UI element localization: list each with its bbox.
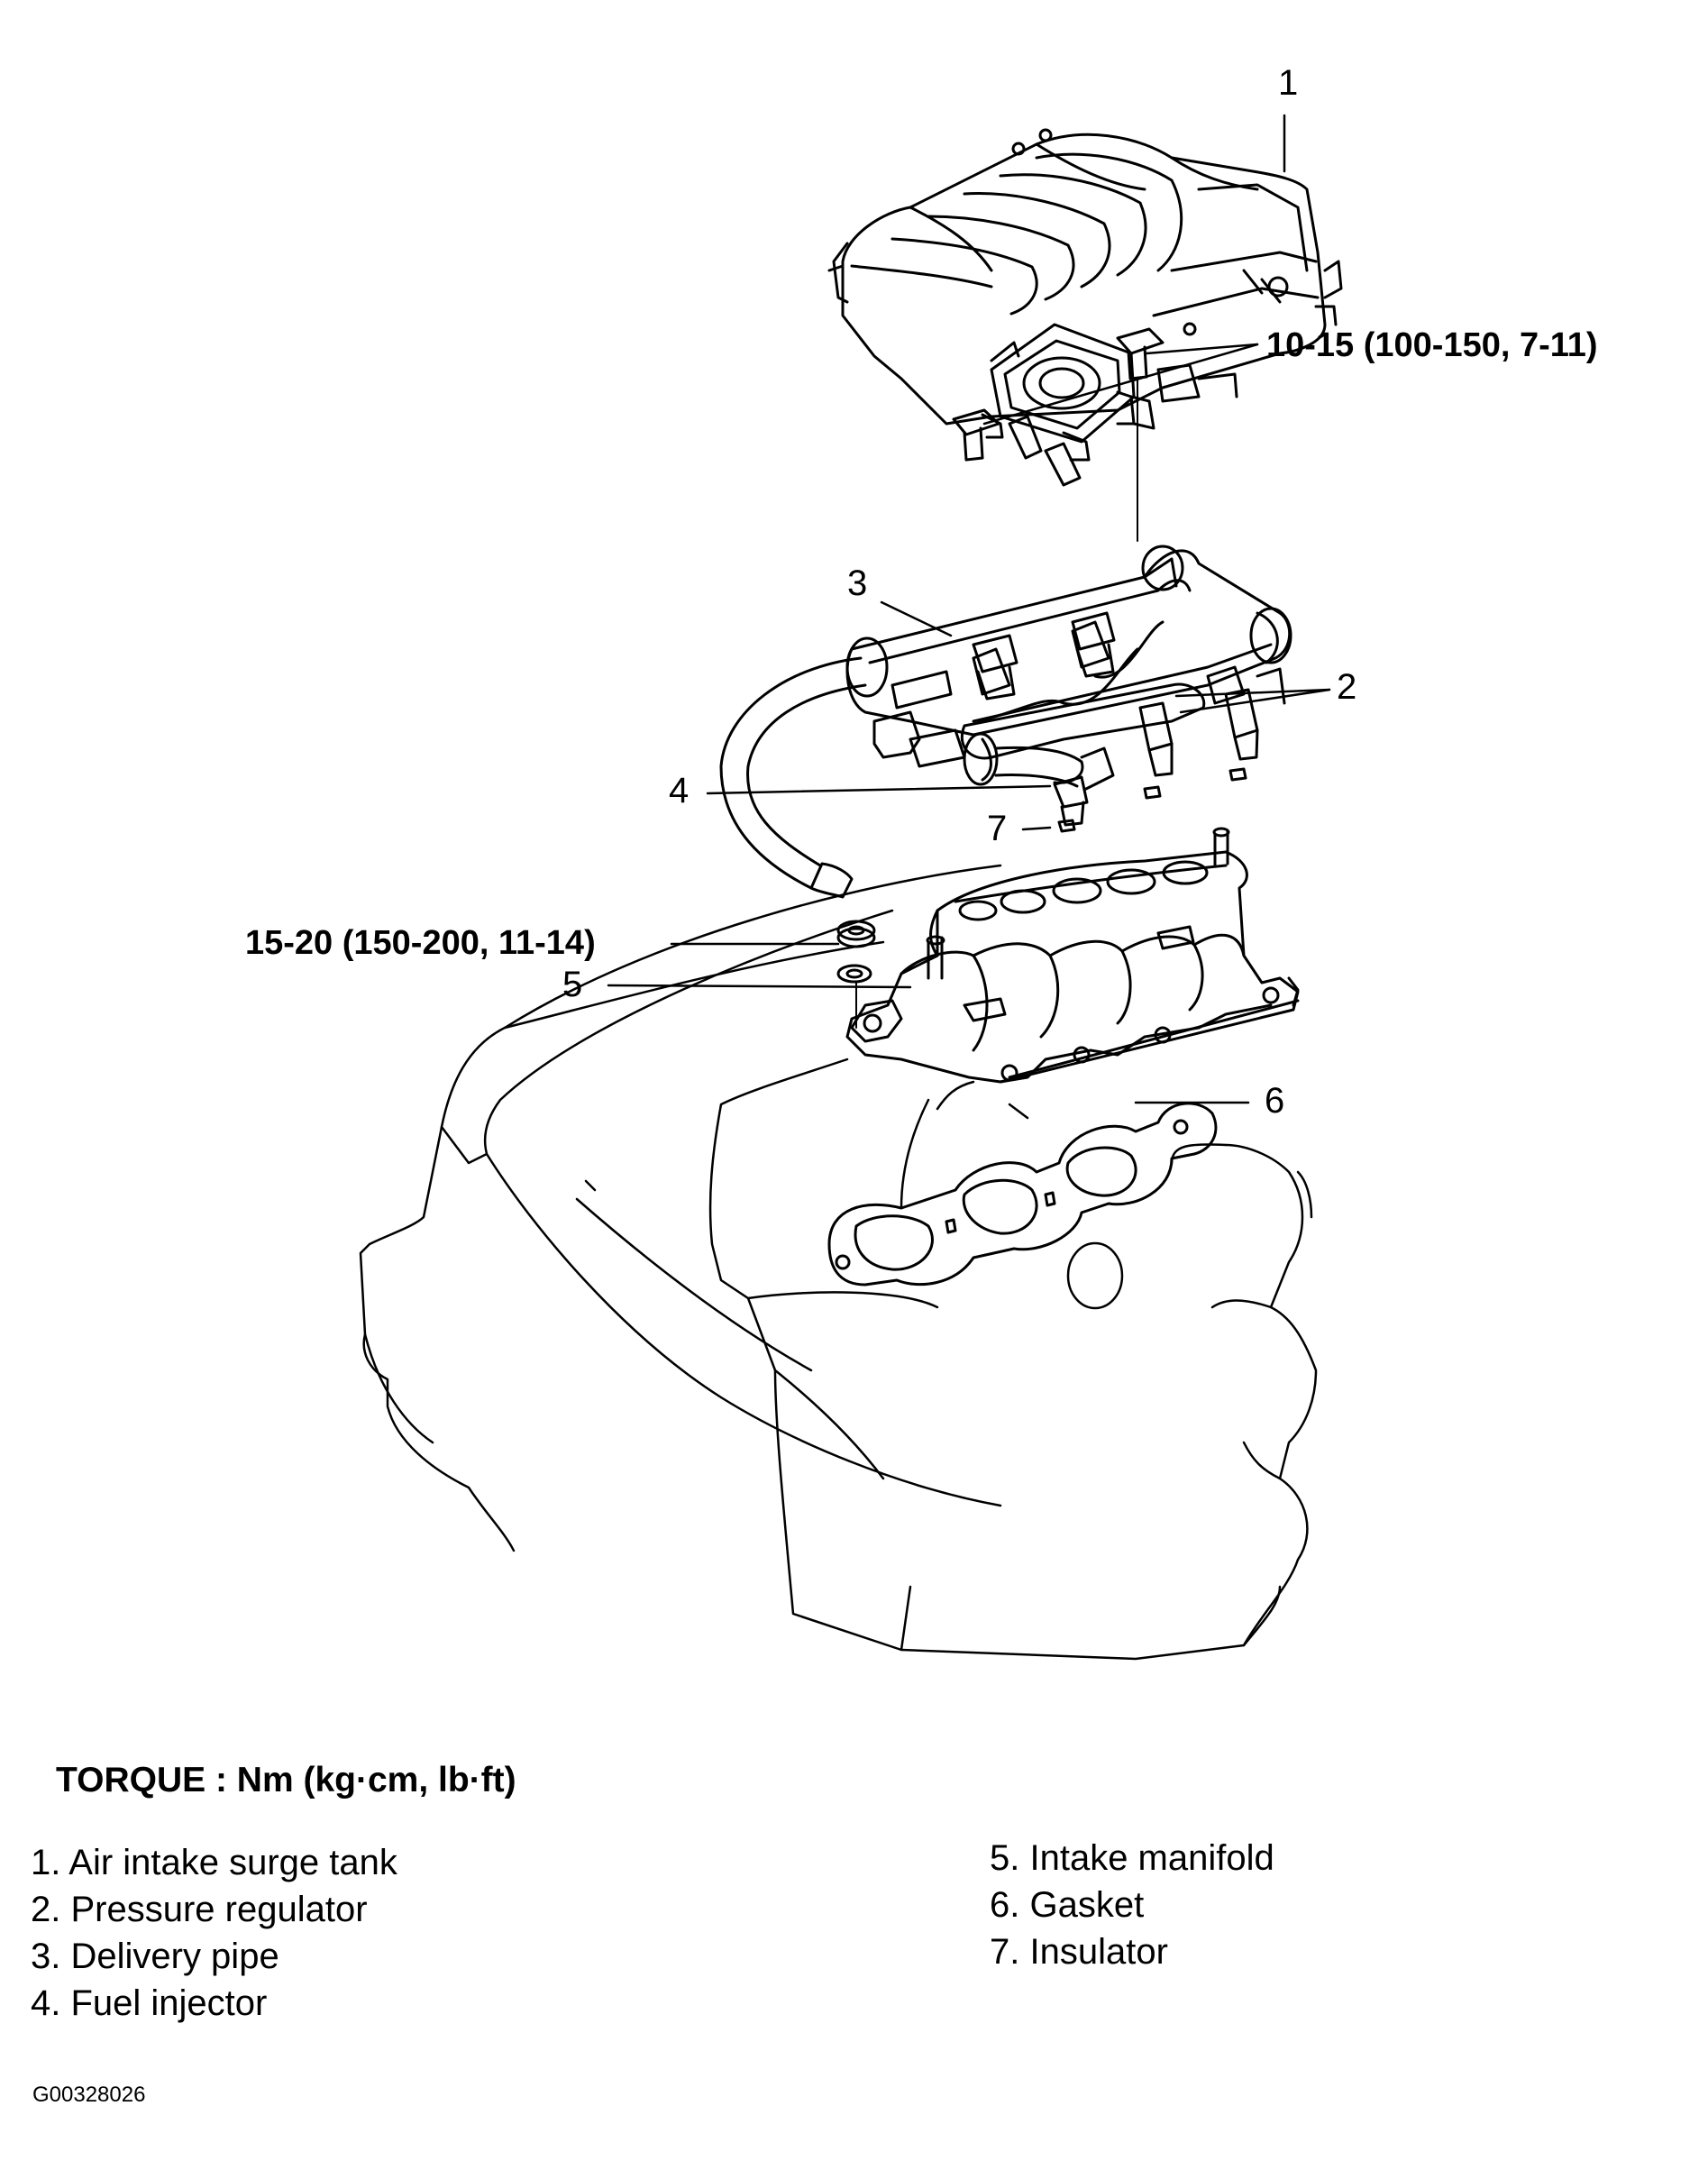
upper-bolts-drawing [952,327,1165,542]
callout-labels: 1 2 3 4 5 6 7 10-15 (100-150, 7-11) 15-2… [245,63,1598,1121]
parts-legend-left: 1. Air intake surge tank 2. Pressure reg… [31,1839,397,2027]
engine-outline-drawing [359,864,1318,1661]
callout-4: 4 [669,771,689,810]
callout-2: 2 [1337,667,1356,707]
legend-item-gasket: 6. Gasket [990,1885,1145,1925]
callout-1: 1 [1278,63,1298,103]
intake-manifold-drawing [845,827,1300,1084]
torque-spec-lower: 15-20 (150-200, 11-14) [245,924,596,962]
legend-item-pressure-regulator: 2. Pressure regulator [31,1890,368,1929]
surge-tank-drawing [827,128,1343,487]
callout-6: 6 [1265,1081,1284,1121]
callout-3: 3 [847,563,867,603]
torque-spec-upper: 10-15 (100-150, 7-11) [1266,326,1598,364]
callout-5: 5 [562,965,582,1004]
legend-item-fuel-injector: 4. Fuel injector [31,1983,268,2023]
torque-units-title: TORQUE : Nm (kg·cm, lb·ft) [56,1761,516,1799]
callout-7: 7 [987,809,1007,848]
legend-item-delivery-pipe: 3. Delivery pipe [31,1937,279,1976]
gasket-drawing [827,1102,1218,1287]
parts-legend-right: 5. Intake manifold 6. Gasket 7. Insulato… [990,1835,1274,1975]
figure-id: G00328026 [32,2083,146,2107]
leader-lines [607,114,1331,1104]
legend-item-surge-tank: 1. Air intake surge tank [31,1843,397,1882]
legend-item-insulator: 7. Insulator [990,1932,1168,1972]
legend-item-intake-manifold: 5. Intake manifold [990,1838,1274,1878]
fuel-rail-drawing [719,545,1292,899]
